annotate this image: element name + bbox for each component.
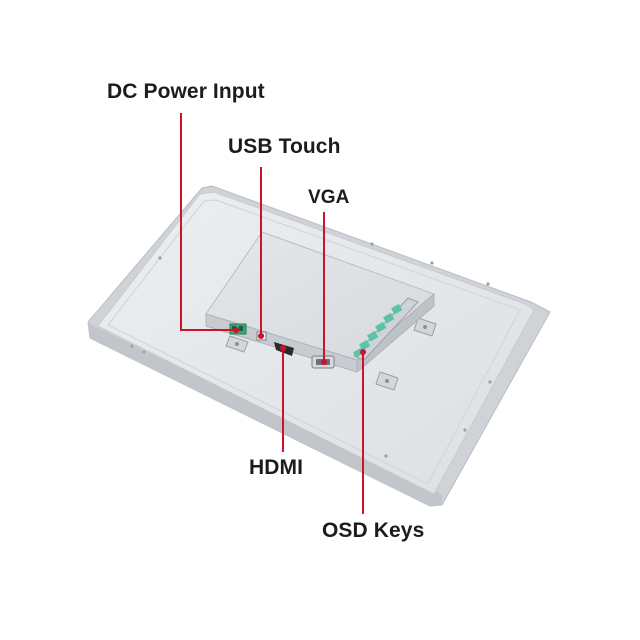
leader-endpoints [233,327,366,365]
callout-osd-keys: OSD Keys [322,519,425,542]
leader-lines [180,113,364,514]
callout-vga: VGA [308,187,350,208]
mounting-brackets [225,317,437,391]
callout-hdmi: HDMI [249,456,304,479]
leader-line-dc-power [180,113,236,331]
callout-dc-power-input: DC Power Input [107,80,265,103]
callout-usb-touch: USB Touch [228,135,341,158]
